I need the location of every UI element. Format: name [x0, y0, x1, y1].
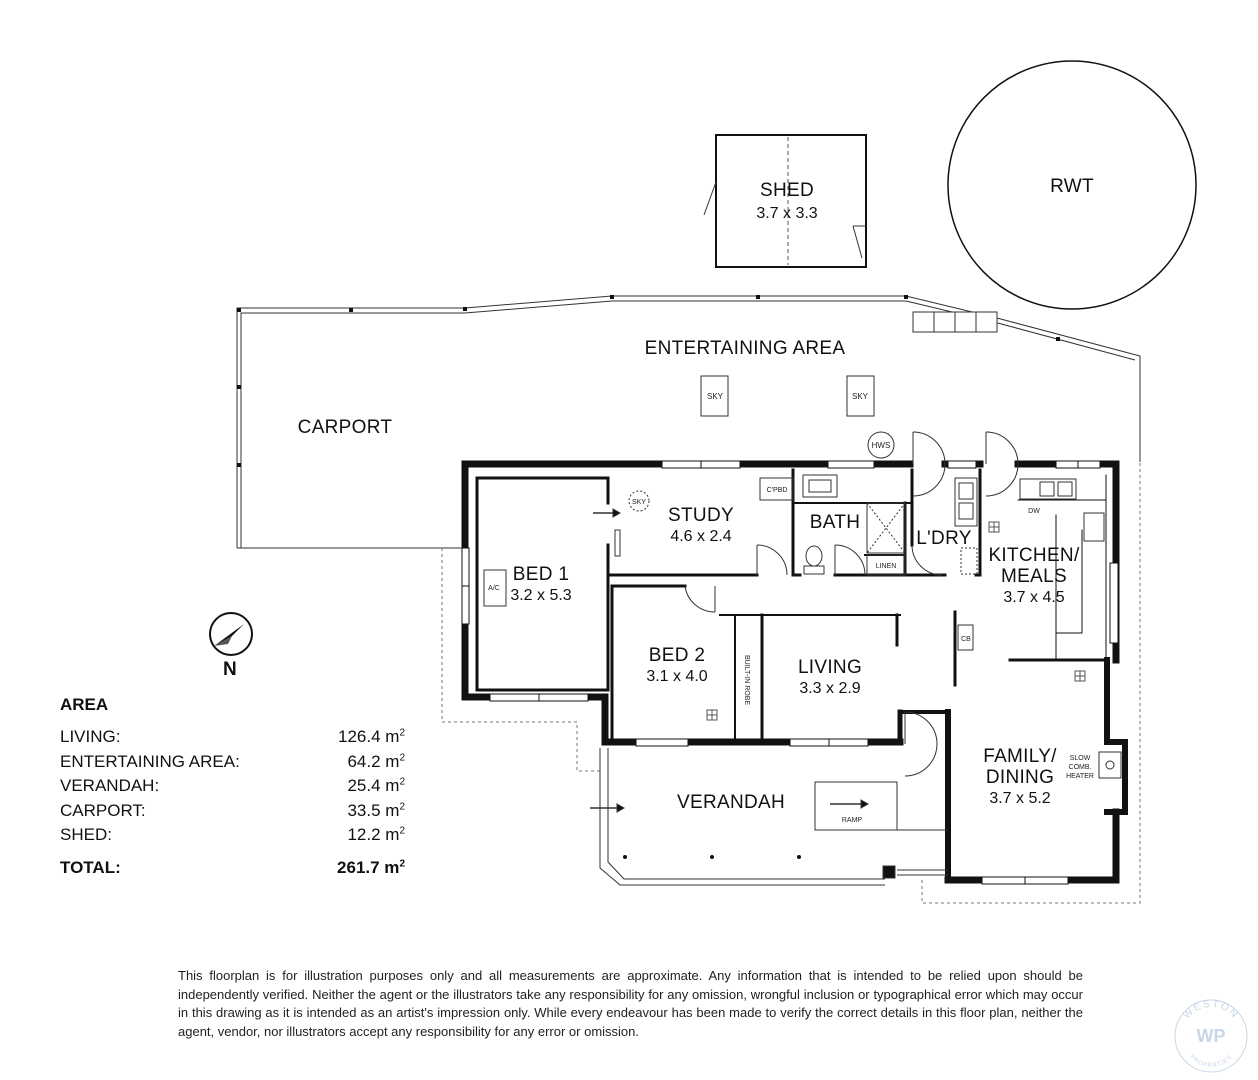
- rwt-label: RWT: [1050, 176, 1094, 197]
- study-label: STUDY: [668, 505, 734, 526]
- kitchen-label-1: KITCHEN/: [988, 545, 1079, 566]
- circuit-breaker-label: CB: [961, 636, 971, 643]
- area-row-label: CARPORT:: [60, 800, 146, 820]
- area-title: AREA: [60, 695, 109, 714]
- area-row-entertaining: ENTERTAINING AREA: 64.2 m2: [60, 750, 405, 775]
- built-in-robe-label: BUILT-IN ROBE: [743, 655, 750, 705]
- area-row-value: 12.2 m: [347, 825, 400, 845]
- area-row-label: VERANDAH:: [60, 776, 160, 796]
- shed-dims: 3.7 x 3.3: [756, 205, 817, 222]
- hws-label: HWS: [872, 441, 891, 450]
- area-row-shed: SHED: 12.2 m2: [60, 823, 405, 848]
- ramp-label: RAMP: [842, 817, 863, 824]
- dashed-boundaries: [441, 462, 1141, 904]
- family-label-1: FAMILY/: [983, 746, 1057, 767]
- aircon-label: A/C: [488, 585, 500, 592]
- area-row-living: LIVING: 126.4 m2: [60, 725, 405, 750]
- area-table: AREA LIVING: 126.4 m2 ENTERTAINING AREA:…: [60, 695, 405, 880]
- svg-text:WESTON: WESTON: [1181, 999, 1241, 1022]
- area-total-value: 261.7 m: [337, 857, 400, 877]
- area-row-total: TOTAL: 261.7 m2: [60, 856, 405, 881]
- house-walls: [461, 460, 1128, 884]
- living-label: LIVING: [798, 657, 862, 678]
- heater-label-3: HEATER: [1066, 773, 1094, 780]
- entertaining-label: ENTERTAINING AREA: [645, 338, 846, 359]
- windows: [461, 460, 1119, 885]
- shed-label: SHED: [760, 180, 814, 201]
- area-row-value: 33.5 m: [347, 800, 400, 820]
- laundry-label: L'DRY: [916, 528, 971, 549]
- study-skylight-label: SKY: [632, 499, 646, 506]
- kitchen-dims: 3.7 x 4.5: [1003, 589, 1064, 606]
- area-unit: 2: [399, 776, 405, 788]
- area-row-carport: CARPORT: 33.5 m2: [60, 799, 405, 824]
- area-total-label: TOTAL:: [60, 857, 121, 877]
- floor-plan: SHED 3.7 x 3.3 RWT ENTERTAINING AREA CAR…: [209, 60, 1197, 904]
- bed1-dims: 3.2 x 5.3: [510, 587, 571, 604]
- shed: SHED 3.7 x 3.3: [703, 134, 867, 268]
- area-row-label: ENTERTAINING AREA:: [60, 751, 240, 771]
- area-row-value: 64.2 m: [347, 751, 400, 771]
- linen-label: LINEN: [876, 563, 897, 570]
- logo-mark: WP: [1197, 1026, 1226, 1046]
- family-label-2: DINING: [986, 767, 1054, 788]
- kitchen-label-2: MEALS: [1001, 566, 1067, 587]
- verandah: [590, 748, 948, 886]
- area-row-label: LIVING:: [60, 727, 121, 747]
- bath-label: BATH: [810, 512, 860, 533]
- area-unit: 2: [399, 752, 405, 764]
- north-arrow-icon: [214, 624, 244, 646]
- area-unit: 2: [399, 801, 405, 813]
- door-swings: [684, 431, 1019, 777]
- weston-properties-logo: WESTON WP PROPERTIES: [1174, 999, 1248, 1073]
- entertaining-outline: [236, 295, 1141, 549]
- post-dots: [237, 295, 1060, 467]
- skylight-label-2: SKY: [852, 392, 869, 401]
- svg-text:PROPERTIES: PROPERTIES: [1188, 1054, 1234, 1069]
- skylight-label-1: SKY: [707, 392, 724, 401]
- compass: N: [209, 612, 253, 680]
- cupboard-label: C'PBD: [767, 487, 788, 494]
- bed2-dims: 3.1 x 4.0: [646, 668, 707, 685]
- verandah-posts: [623, 855, 801, 859]
- area-row-label: SHED:: [60, 825, 112, 845]
- fixtures: [483, 474, 1122, 779]
- logo-arc-bottom: PROPERTIES: [1188, 1054, 1233, 1069]
- vent-icons: [706, 521, 1086, 721]
- area-unit: 2: [399, 858, 405, 870]
- heater-label-1: SLOW: [1070, 755, 1091, 762]
- bed2-label: BED 2: [649, 645, 705, 666]
- study-dims: 4.6 x 2.4: [670, 528, 731, 545]
- rainwater-tank: RWT: [947, 60, 1197, 310]
- area-unit: 2: [399, 825, 405, 837]
- area-row-value: 25.4 m: [347, 776, 400, 796]
- disclaimer: This floorplan is for illustration purpo…: [178, 968, 1083, 1039]
- north-label: N: [223, 659, 237, 680]
- heater-label-2: COMB.: [1069, 764, 1092, 771]
- verandah-label: VERANDAH: [677, 792, 785, 813]
- area-unit: 2: [399, 727, 405, 739]
- family-dims: 3.7 x 5.2: [989, 790, 1050, 807]
- living-dims: 3.3 x 2.9: [799, 680, 860, 697]
- dishwasher-label: DW: [1028, 508, 1040, 515]
- area-row-verandah: VERANDAH: 25.4 m2: [60, 774, 405, 799]
- bed1-label: BED 1: [513, 564, 569, 585]
- logo-arc-top: WESTON: [1181, 999, 1239, 1022]
- area-row-value: 126.4 m: [338, 727, 400, 747]
- carport-label: CARPORT: [298, 417, 393, 438]
